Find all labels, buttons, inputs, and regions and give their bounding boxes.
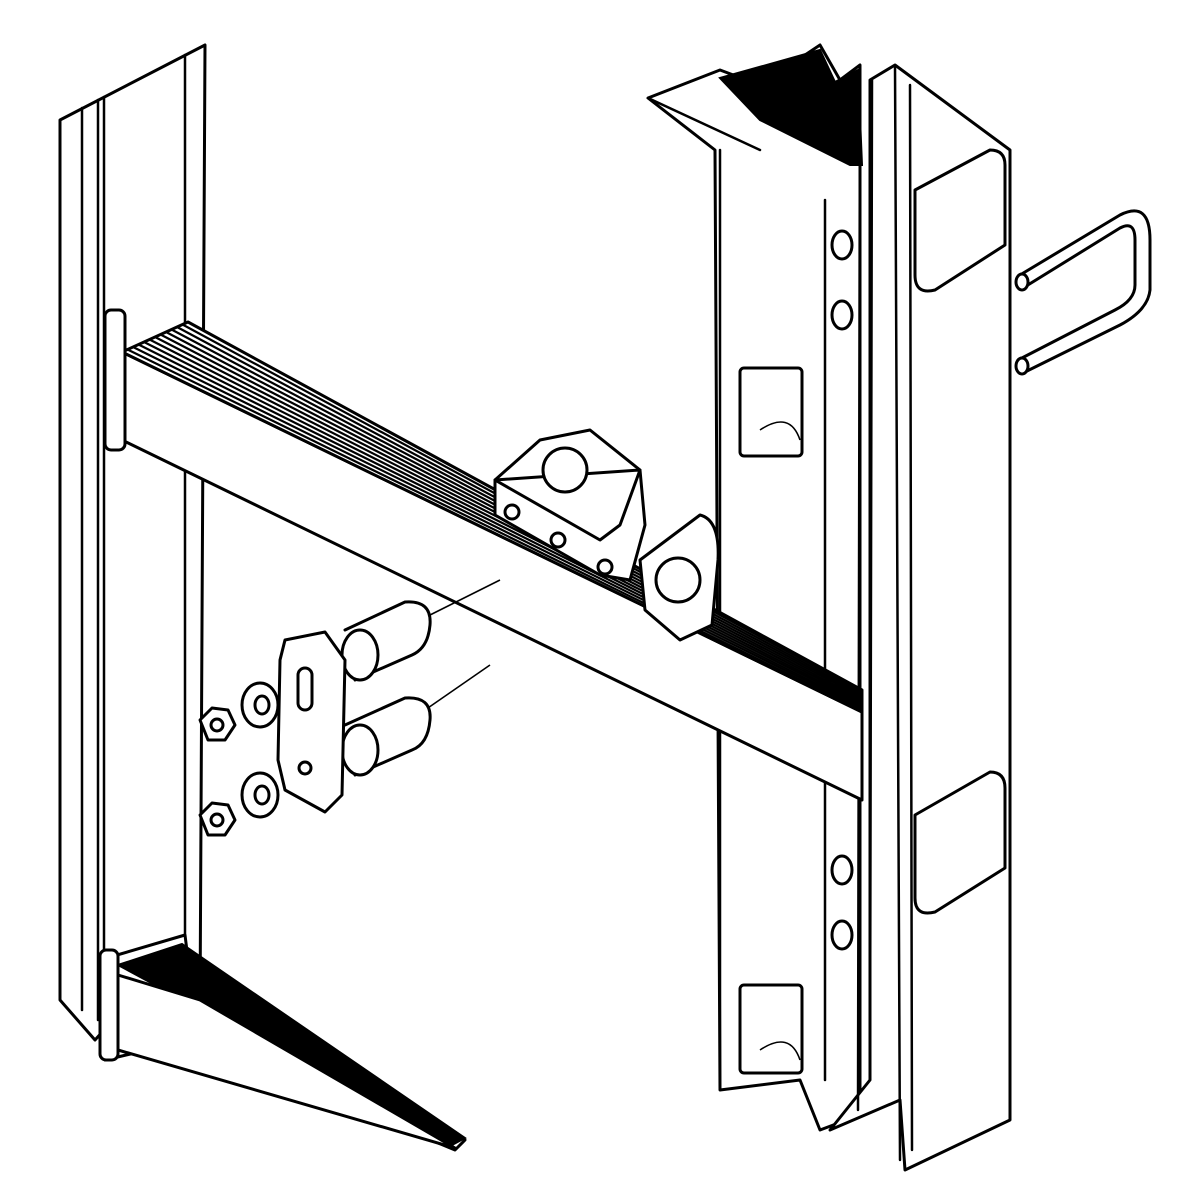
lower-crossbar — [98, 933, 467, 1152]
nut-lower — [198, 801, 237, 837]
right-rail — [646, 43, 1012, 1172]
clamp-bracket — [493, 428, 720, 642]
guide-line-upper — [429, 579, 501, 616]
rail-pad-lower — [913, 770, 1007, 915]
rail-pad-upper — [913, 148, 1007, 293]
guide-line-lower — [424, 664, 491, 711]
rail-slot-lower — [738, 983, 804, 1075]
u-handle — [1014, 209, 1152, 376]
crossbar-rib — [143, 341, 863, 706]
washer-upper — [240, 681, 280, 729]
rail-slot-upper — [738, 366, 804, 458]
nut-upper — [198, 706, 237, 742]
crossbar-end-cap — [103, 308, 127, 452]
left-rail — [58, 43, 207, 1042]
crossbar-rib — [127, 348, 863, 712]
crossbar-rib — [138, 343, 863, 708]
mounting-plate — [276, 630, 347, 814]
spacer-tube-upper — [340, 600, 432, 682]
crossbar-rib — [132, 346, 863, 710]
spacer-tube-lower — [340, 696, 432, 777]
washer-lower — [240, 771, 280, 819]
rail-holes — [830, 229, 854, 951]
